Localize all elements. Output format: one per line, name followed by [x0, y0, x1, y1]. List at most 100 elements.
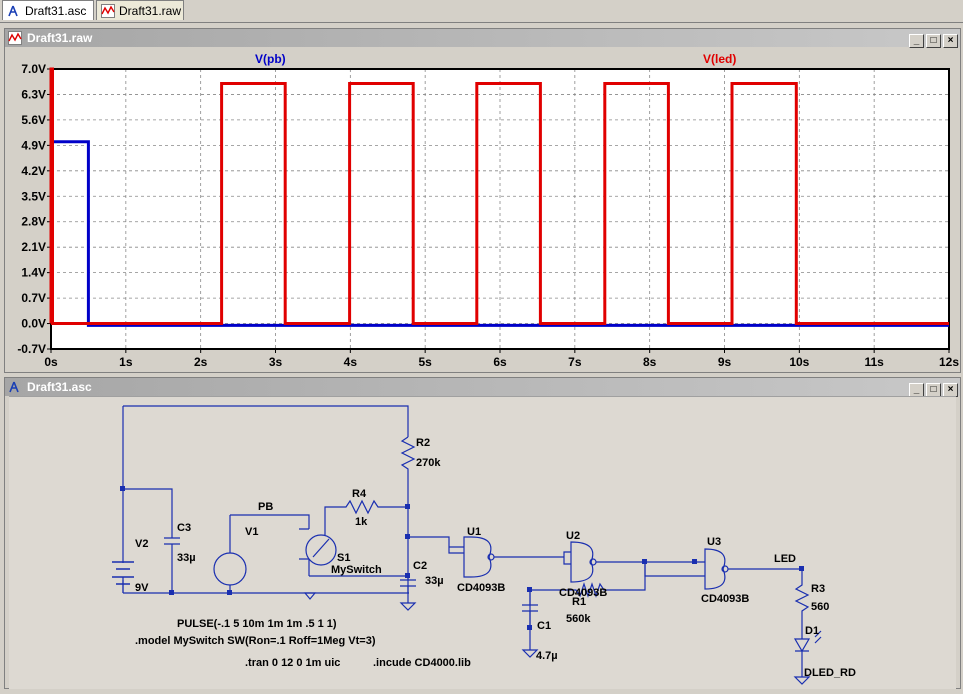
series-v-led-line [49, 67, 949, 325]
nand-gate-u3 [704, 548, 726, 590]
tab-draft31-raw[interactable]: Draft31.raw [96, 0, 184, 20]
u2-ref: U2 [566, 530, 580, 542]
r4-ref: R4 [352, 488, 367, 500]
s1-ref: S1 [337, 552, 350, 564]
x-tick-label: 0s [44, 355, 58, 369]
d1-value: DLED_RD [804, 667, 856, 679]
minimize-button[interactable]: _ [909, 34, 924, 48]
ground-icon [793, 676, 811, 685]
switch-s1 [305, 534, 337, 566]
u3-value: CD4093B [701, 593, 749, 605]
x-tick-label: 2s [194, 355, 208, 369]
capacitor-c2 [400, 576, 416, 603]
wire [123, 488, 180, 593]
c1-ref: C1 [537, 620, 551, 632]
v2-ref: V2 [135, 538, 148, 550]
x-tick-label: 12s [939, 355, 959, 369]
y-tick-label: 7.0V [21, 62, 46, 76]
y-tick-label: 2.1V [21, 240, 46, 254]
minimize-button[interactable]: _ [909, 383, 924, 397]
net-label-led: LED [774, 553, 796, 565]
y-tick-label: 5.6V [21, 113, 46, 127]
x-tick-label: 5s [418, 355, 432, 369]
schematic-canvas[interactable]: R4 1k R2 270k U1 CD4093B U2 CD4093B U3 C… [9, 396, 956, 689]
x-tick-label: 1s [119, 355, 133, 369]
x-tick-label: 11s [864, 355, 884, 369]
c2-value: 33µ [425, 575, 444, 587]
y-tick-label: 4.9V [21, 138, 46, 152]
y-tick-label: 3.5V [21, 189, 46, 203]
nand-gate-u2 [570, 541, 594, 583]
legend-v-led[interactable]: V(led) [703, 52, 736, 66]
ground-icon [303, 592, 317, 600]
maximize-button[interactable]: □ [926, 34, 941, 48]
r3-ref: R3 [811, 583, 825, 595]
y-tick-label: 1.4V [21, 266, 46, 280]
schematic-icon [8, 5, 18, 17]
tab-draft31-asc[interactable]: Draft31.asc [2, 0, 94, 20]
net-label-pb: PB [258, 501, 273, 513]
voltage-source-v1 [213, 552, 247, 586]
tab-label: Draft31.raw [119, 4, 182, 18]
r4-value: 1k [355, 516, 368, 528]
s1-value: MySwitch [331, 564, 382, 576]
y-tick-label: -0.7V [17, 342, 46, 356]
y-tick-label: 6.3V [21, 87, 46, 101]
nand-gate-u1 [463, 536, 492, 578]
x-tick-label: 9s [718, 355, 732, 369]
schematic-drawing: R4 1k R2 270k U1 CD4093B U2 CD4093B U3 C… [112, 405, 856, 685]
pulse-directive[interactable]: PULSE(-.1 5 10m 1m 1m .5 1 1) [177, 618, 337, 630]
r2-value: 270k [416, 457, 441, 469]
resistor-r3 [728, 568, 810, 639]
r1-ref: R1 [572, 596, 586, 608]
u1-value: CD4093B [457, 582, 505, 594]
x-tick-label: 6s [493, 355, 507, 369]
battery-plates [112, 561, 134, 585]
include-directive[interactable]: .incude CD4000.lib [373, 657, 471, 669]
u2-value: CD4093B [559, 587, 607, 599]
resistor-r4 [324, 499, 408, 535]
tab-label: Draft31.asc [25, 4, 87, 18]
maximize-button[interactable]: □ [926, 383, 941, 397]
resistor-r2 [400, 436, 416, 537]
y-tick-label: 2.8V [21, 215, 46, 229]
ground-icon [399, 602, 417, 611]
u3-ref: U3 [707, 536, 721, 548]
x-tick-label: 4s [344, 355, 358, 369]
r1-value: 560k [566, 613, 591, 625]
y-tick-label: 4.2V [21, 164, 46, 178]
waveform-icon [8, 31, 22, 45]
y-tick-label: 0.7V [21, 291, 46, 305]
capacitor-c1 [522, 590, 538, 650]
c3-value: 33µ [177, 552, 196, 564]
x-tick-label: 8s [643, 355, 657, 369]
c3-ref: C3 [177, 522, 191, 534]
d1-ref: D1 [805, 625, 819, 637]
model-directive[interactable]: .model MySwitch SW(Ron=.1 Roff=1Meg Vt=3… [135, 635, 376, 647]
v2-value: 9V [135, 582, 149, 594]
waveform-icon [101, 4, 115, 18]
r2-ref: R2 [416, 437, 430, 449]
wire [123, 405, 409, 437]
c1-value: 4.7µ [536, 650, 558, 662]
schematic-window-titlebar[interactable]: Draft31.asc _□× [5, 378, 960, 397]
document-tab-bar: Draft31.asc Draft31.raw [0, 0, 963, 23]
schematic-window-title: Draft31.asc [27, 380, 92, 394]
ground-icon [521, 649, 539, 658]
r3-value: 560 [811, 601, 829, 613]
led-d1 [793, 638, 811, 677]
tran-directive[interactable]: .tran 0 12 0 1m uic [245, 657, 340, 669]
legend-v-pb[interactable]: V(pb) [255, 52, 286, 66]
x-tick-label: 10s [789, 355, 809, 369]
u1-ref: U1 [467, 526, 481, 538]
x-tick-label: 7s [568, 355, 582, 369]
y-tick-label: 0.0V [21, 317, 46, 331]
close-button[interactable]: × [943, 34, 958, 48]
waveform-window-titlebar[interactable]: Draft31.raw _□× [5, 29, 960, 48]
close-button[interactable]: × [943, 383, 958, 397]
v1-ref: V1 [245, 526, 258, 538]
schematic-icon [9, 381, 19, 393]
c2-ref: C2 [413, 560, 427, 572]
